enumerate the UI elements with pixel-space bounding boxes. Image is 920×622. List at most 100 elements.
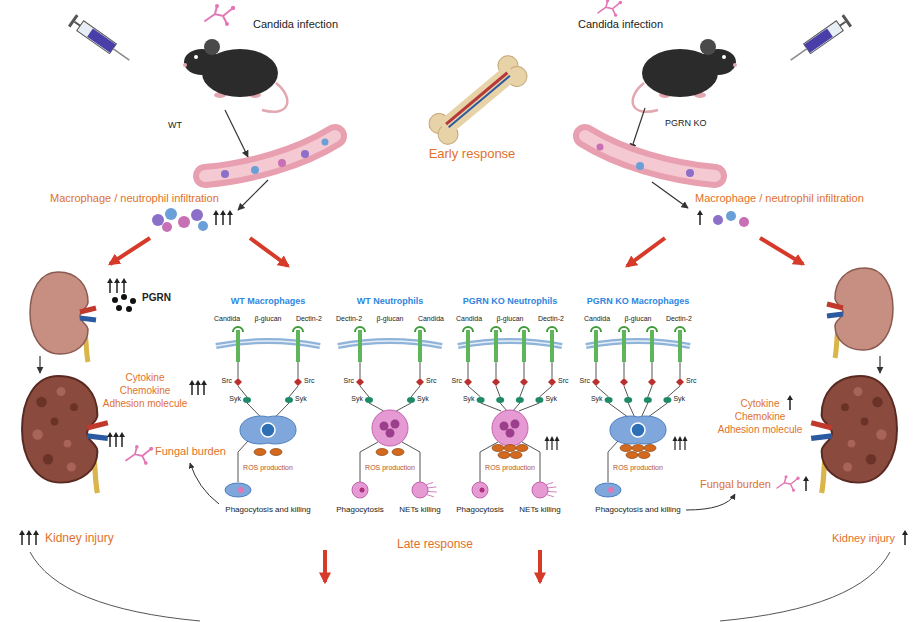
- mitochondrion: [504, 445, 516, 452]
- cell-nucleus: [511, 420, 520, 429]
- increase-arrow: [107, 432, 113, 447]
- cell-membrane: [338, 341, 442, 346]
- increase-arrow: [673, 436, 678, 441]
- text-label: Candida: [214, 315, 240, 323]
- engulfed-candida: [238, 487, 244, 493]
- text-label: Kidney injury: [832, 532, 895, 545]
- signal-line: [652, 362, 653, 378]
- receptor-head: [675, 327, 685, 332]
- dectin-receptor: [678, 330, 682, 362]
- net-fiber: [426, 482, 433, 485]
- signal-line: [238, 362, 239, 378]
- red-arrow: [323, 550, 327, 582]
- receptor-head: [519, 327, 529, 332]
- flow-arrow: [631, 108, 645, 150]
- text-label: Adhesion molecule: [718, 424, 803, 436]
- signal-line: [396, 403, 411, 411]
- mitochondrion: [376, 449, 388, 456]
- text-label: ROS production: [243, 464, 293, 472]
- syk-kinase: [407, 397, 415, 403]
- syk-kinase: [365, 397, 373, 403]
- dectin-receptor: [358, 330, 362, 362]
- text-label: β-glucan: [255, 315, 282, 323]
- signal-line: [520, 386, 524, 397]
- text-label: β-glucan: [377, 315, 404, 323]
- increase-arrow: [113, 432, 119, 447]
- increase-arrow: [555, 436, 560, 441]
- dectin-receptor: [622, 330, 626, 362]
- dectin-receptor: [296, 330, 300, 362]
- text-label: NETs killing: [519, 505, 560, 514]
- text-label: Syk: [673, 395, 685, 403]
- mitochondrion: [632, 445, 644, 452]
- feedback-arrow: [190, 463, 219, 504]
- mitochondrion: [638, 452, 650, 459]
- mitochondrion: [644, 445, 656, 452]
- text-label: Dectin-2: [538, 315, 564, 323]
- cell-membrane: [586, 341, 690, 346]
- text-label: Syk: [351, 395, 363, 403]
- dectin-receptor: [418, 330, 422, 362]
- text-label: Src: [222, 377, 233, 385]
- flow-arrow: [652, 182, 688, 208]
- src-kinase: [648, 378, 656, 386]
- net-fiber: [548, 487, 557, 488]
- text-label: Candida infection: [253, 18, 338, 31]
- increase-arrow: [114, 278, 120, 293]
- flow-arrow: [39, 356, 40, 373]
- engulfed-candida: [360, 488, 365, 493]
- mitochondrion: [498, 452, 510, 459]
- flow-arrow: [238, 180, 268, 210]
- mitochondrion: [626, 452, 638, 459]
- src-kinase: [464, 378, 472, 386]
- text-label: Syk: [545, 395, 557, 403]
- candida-icon: [777, 475, 800, 492]
- cell-membrane: [586, 341, 690, 346]
- receptor-head: [547, 327, 557, 332]
- red-arrow: [538, 550, 542, 582]
- increase-arrow: [787, 395, 793, 410]
- text-label: Src: [304, 377, 315, 385]
- text-label: Early response: [429, 147, 516, 162]
- panel-heading: WT Macrophages: [210, 296, 326, 307]
- signal-line: [481, 403, 502, 411]
- cell-nucleus: [380, 422, 389, 431]
- signal-line: [369, 403, 384, 411]
- text-label: Macrophage / neutrophil infiltration: [695, 192, 864, 205]
- signal-line: [648, 386, 652, 397]
- text-label: Src: [580, 377, 591, 385]
- receptor-head: [619, 327, 629, 332]
- dectin-receptor: [466, 330, 470, 362]
- text-label: Late response: [397, 538, 473, 552]
- text-label: Phagocytosis and killing: [225, 505, 310, 514]
- cell-nucleus: [391, 420, 400, 429]
- increase-arrow: [545, 436, 550, 441]
- receptor-head: [591, 327, 601, 332]
- increase-arrow: [119, 432, 125, 447]
- signal-line: [519, 403, 540, 411]
- mitochondrion: [510, 452, 522, 459]
- syringe: [787, 14, 852, 66]
- increase-arrow: [107, 278, 113, 293]
- increase-arrow: [213, 210, 219, 225]
- receptor-head: [233, 327, 243, 332]
- net-fiber: [547, 495, 554, 497]
- signal-line: [552, 362, 553, 378]
- text-label: β-glucan: [497, 315, 524, 323]
- dectin-receptor: [650, 330, 654, 362]
- text-label: Fungal burden: [155, 445, 226, 458]
- dectin-receptor: [494, 330, 498, 362]
- receptor-head: [647, 327, 657, 332]
- phagocyte-cell: [352, 482, 368, 498]
- phagocyte-cell: [472, 482, 488, 498]
- mitochondrion: [620, 445, 632, 452]
- signal-line: [500, 403, 507, 411]
- cell-membrane: [458, 341, 562, 346]
- src-kinase: [356, 378, 364, 386]
- cell-nucleus: [500, 422, 509, 431]
- src-kinase: [592, 378, 600, 386]
- text-label: Syk: [417, 395, 429, 403]
- syk-kinase: [624, 397, 632, 403]
- syk-kinase: [605, 397, 613, 403]
- macrophage-cell: [610, 416, 666, 444]
